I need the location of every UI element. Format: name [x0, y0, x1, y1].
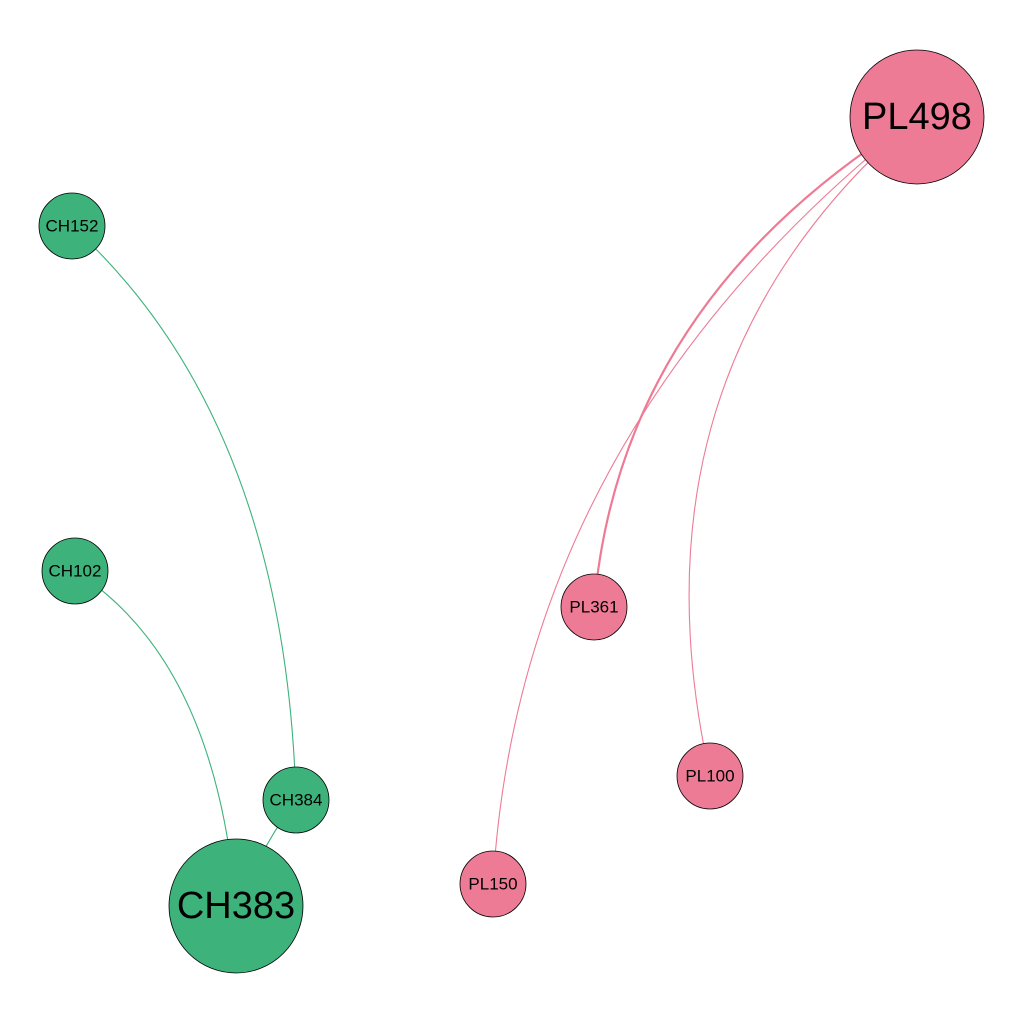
- node-circle: [560, 573, 628, 641]
- node-label: CH152: [46, 217, 99, 236]
- node-pl361[interactable]: PL361: [560, 573, 628, 641]
- node-pl150[interactable]: PL150: [459, 850, 527, 918]
- node-ch102[interactable]: CH102: [41, 537, 109, 605]
- edge-ch152-ch384: [71, 225, 297, 801]
- node-circle: [262, 766, 330, 834]
- node-circle: [676, 742, 744, 810]
- node-label: PL498: [862, 96, 972, 138]
- node-circle: [168, 838, 304, 974]
- edge-pl498-pl100: [688, 116, 918, 777]
- node-circle: [849, 49, 985, 185]
- node-label: PL361: [569, 598, 618, 617]
- node-label: PL150: [468, 875, 517, 894]
- node-circle: [459, 850, 527, 918]
- node-label: CH102: [49, 562, 102, 581]
- node-pl498[interactable]: PL498: [849, 49, 985, 185]
- edges-layer: [71, 116, 918, 907]
- node-circle: [41, 537, 109, 605]
- node-ch383[interactable]: CH383: [168, 838, 304, 974]
- node-label: PL100: [685, 767, 734, 786]
- node-label: CH383: [177, 885, 295, 927]
- node-label: CH384: [270, 791, 323, 810]
- node-ch152[interactable]: CH152: [38, 192, 106, 260]
- node-circle: [38, 192, 106, 260]
- node-ch384[interactable]: CH384: [262, 766, 330, 834]
- edge-pl498-pl150: [492, 116, 918, 885]
- node-pl100[interactable]: PL100: [676, 742, 744, 810]
- edge-pl498-pl361: [592, 116, 918, 608]
